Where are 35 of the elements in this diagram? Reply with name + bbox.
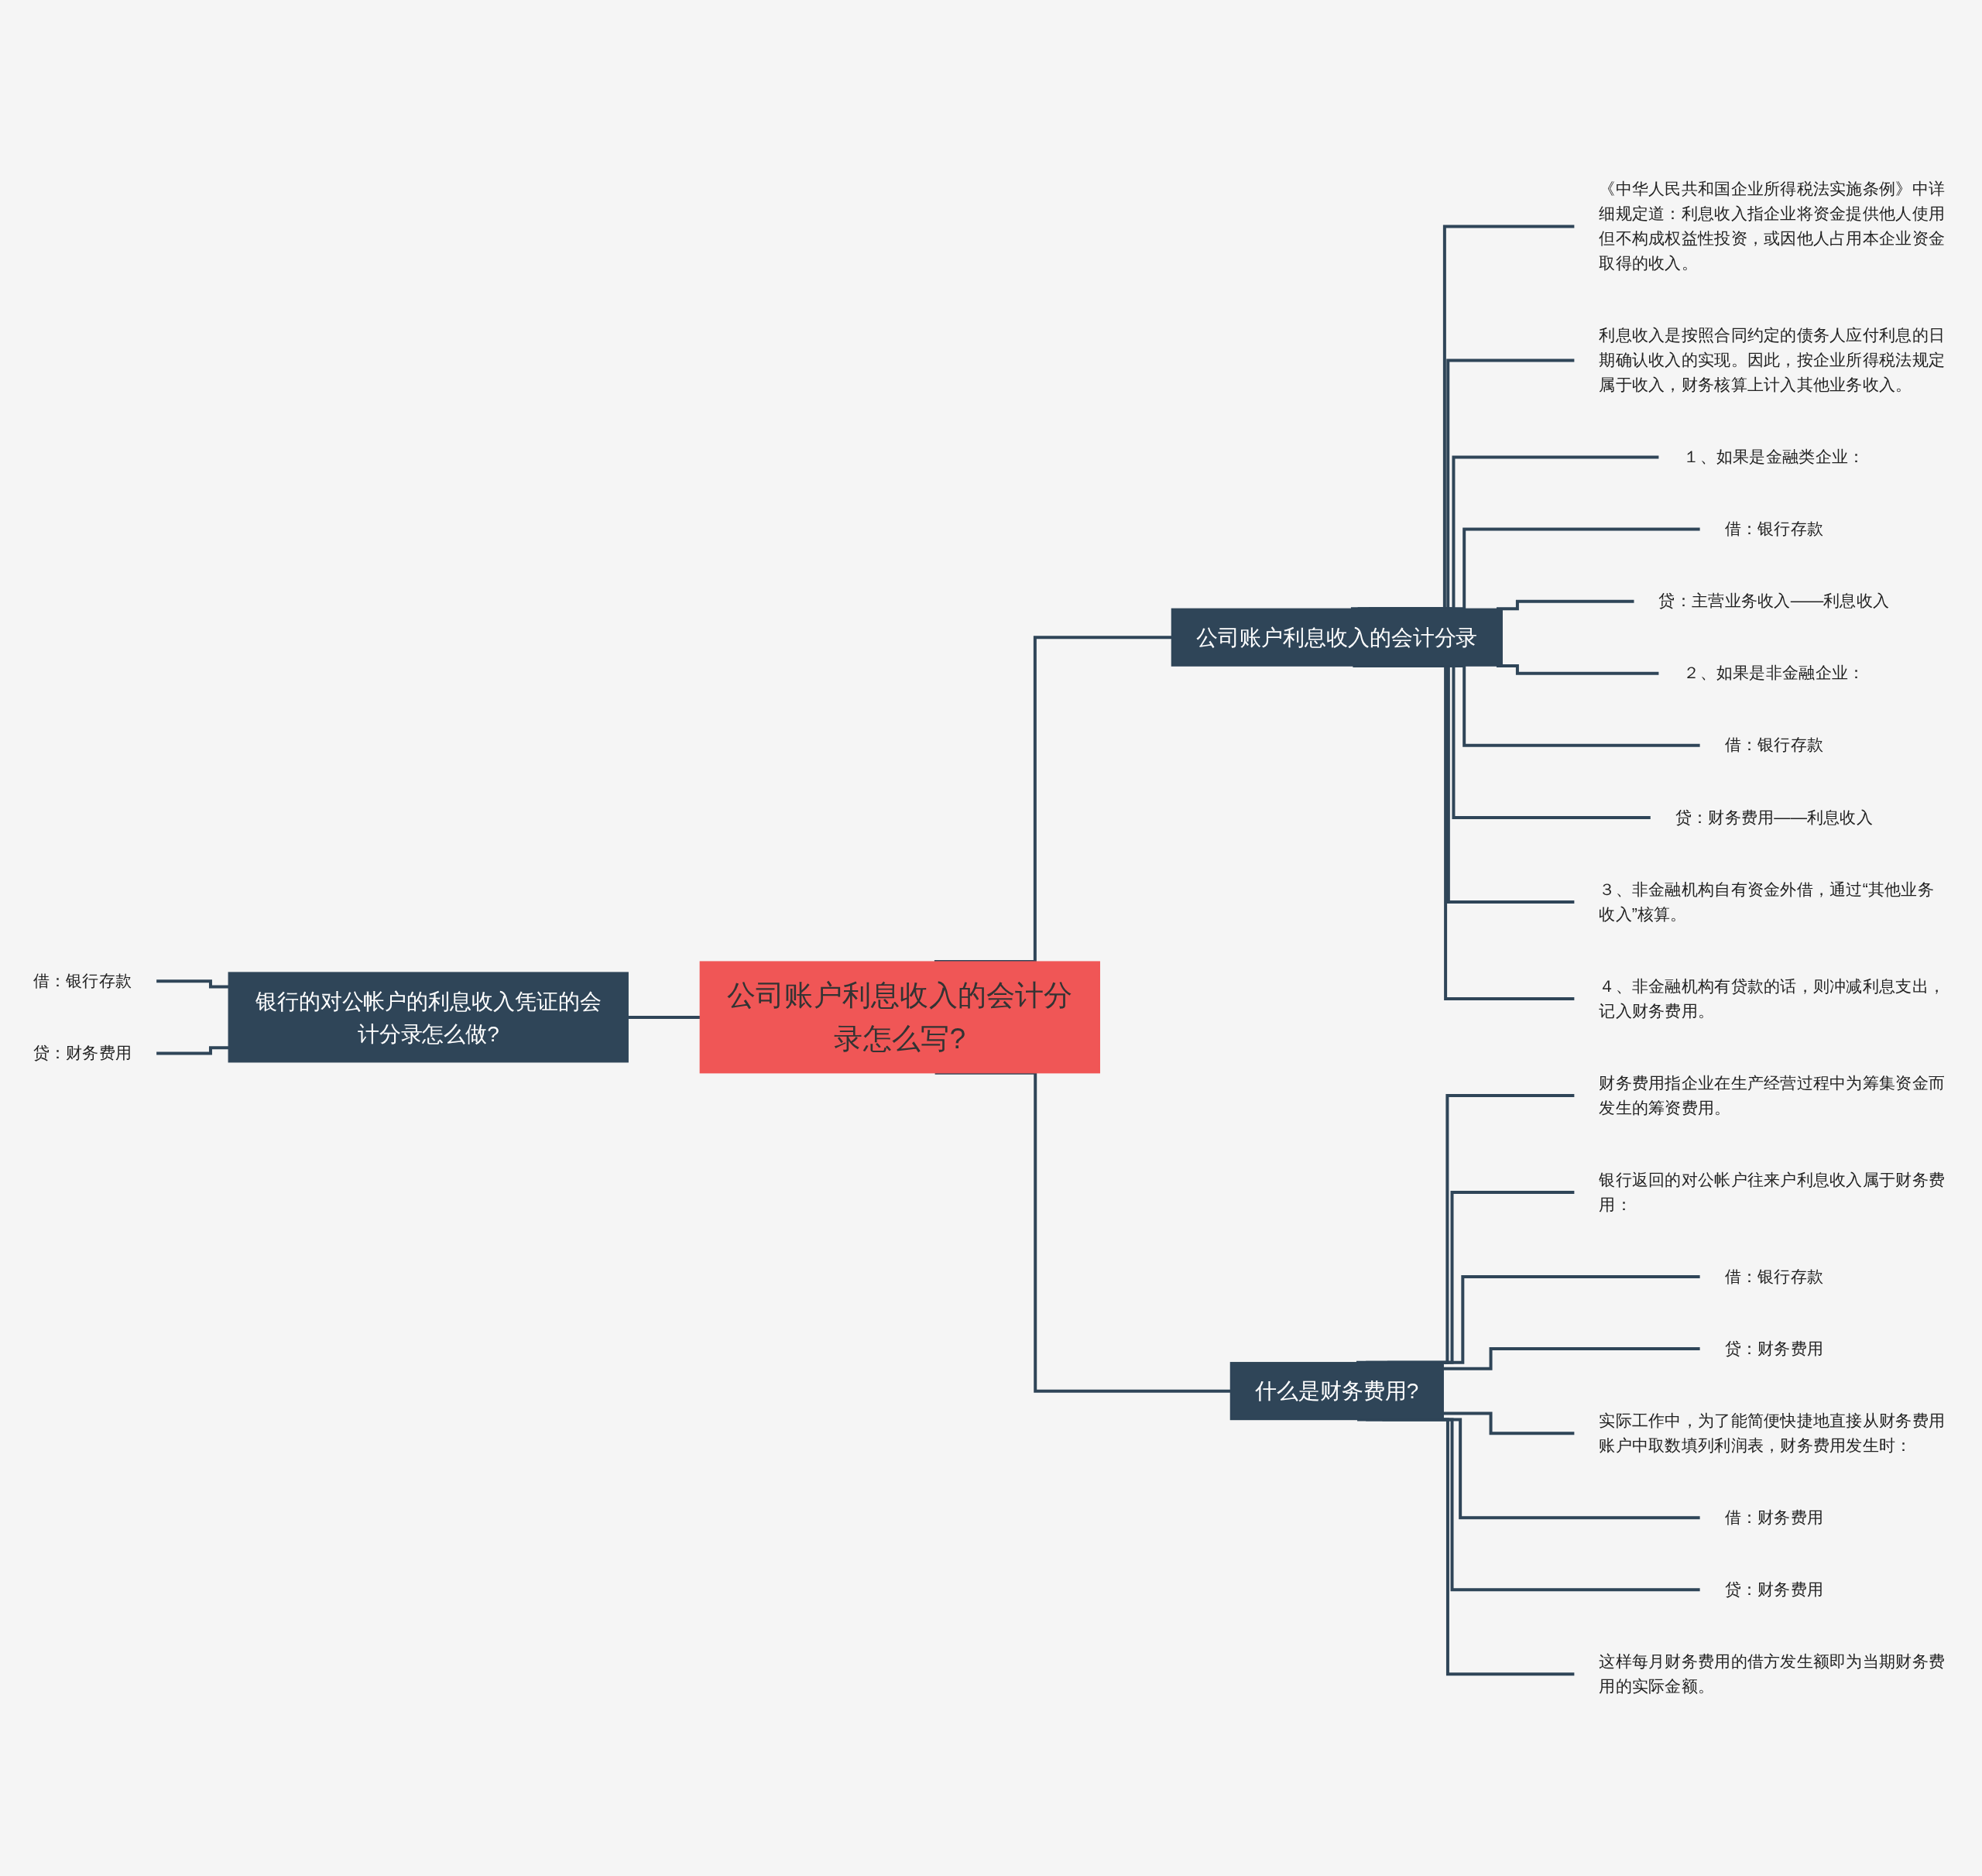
node-text: ４、非金融机构有贷款的话，则冲减利息支出，记入财务费用。 [1599, 977, 1946, 1020]
connector [1496, 599, 1634, 611]
connector [1356, 1093, 1575, 1364]
node-text: 借：银行存款 [1724, 736, 1824, 754]
node-text: 贷：主营业务收入——利息收入 [1658, 592, 1890, 610]
connector [1443, 1347, 1700, 1370]
connector [1387, 1275, 1700, 1364]
node-box: 公司账户利息收入的会计分录怎么写? [699, 961, 1100, 1074]
node-box: 公司账户利息收入的会计分录 [1171, 608, 1503, 667]
node-text: 利息收入是按照合同约定的债务人应付利息的日期确认收入的实现。因此，按企业所得税法规定属于收入，财务核算上计入其他业务收入。 [1599, 326, 1946, 393]
connector [156, 979, 229, 989]
node-text: ２、如果是非金融企业： [1683, 664, 1865, 682]
node-text: 实际工作中，为了能简便快捷地直接从财务费用账户中取数填列利润表，财务费用发生时： [1599, 1411, 1946, 1454]
connector [156, 1046, 229, 1055]
node-text: 贷：财务费用 [1724, 1580, 1824, 1598]
node-text: 借：财务费用 [1724, 1508, 1824, 1526]
node-box: 什么是财务费用? [1229, 1362, 1444, 1421]
node-text: 《中华人民共和国企业所得税法实施条例》中详细规定道：利息收入指企业将资金提供他人使用但不构成权益性投资，或因他人占用本企业资金取得的收入。 [1599, 180, 1946, 273]
connector [1443, 1411, 1575, 1435]
connector [1369, 455, 1659, 611]
node-text: 借：银行存款 [33, 972, 132, 989]
node-text: 银行返回的对公帐户往来户利息收入属于财务费用： [1599, 1171, 1946, 1213]
connector [1366, 1191, 1575, 1364]
node-box: 银行的对公帐户的利息收入凭证的会计分录怎么做? [228, 972, 629, 1063]
connector [628, 1015, 701, 1019]
node-text: 贷：财务费用——利息收入 [1675, 808, 1874, 826]
node-text: 借：银行存款 [1724, 520, 1824, 538]
node-text: 这样每月财务费用的借方发生额即为当期财务费用的实际金额。 [1599, 1652, 1946, 1695]
node-text: 财务费用指企业在生产经营过程中为筹集资金而发生的筹资费用。 [1599, 1074, 1946, 1116]
node-text: ３、非金融机构自有资金外借，通过“其他业务收入”核算。 [1599, 880, 1934, 923]
connector [1357, 1418, 1575, 1676]
node-text: １、如果是金融类企业： [1683, 448, 1865, 466]
node-text: 贷：财务费用 [33, 1044, 132, 1062]
node-text: 借：银行存款 [1724, 1267, 1824, 1285]
node-text: 贷：财务费用 [1724, 1339, 1824, 1357]
